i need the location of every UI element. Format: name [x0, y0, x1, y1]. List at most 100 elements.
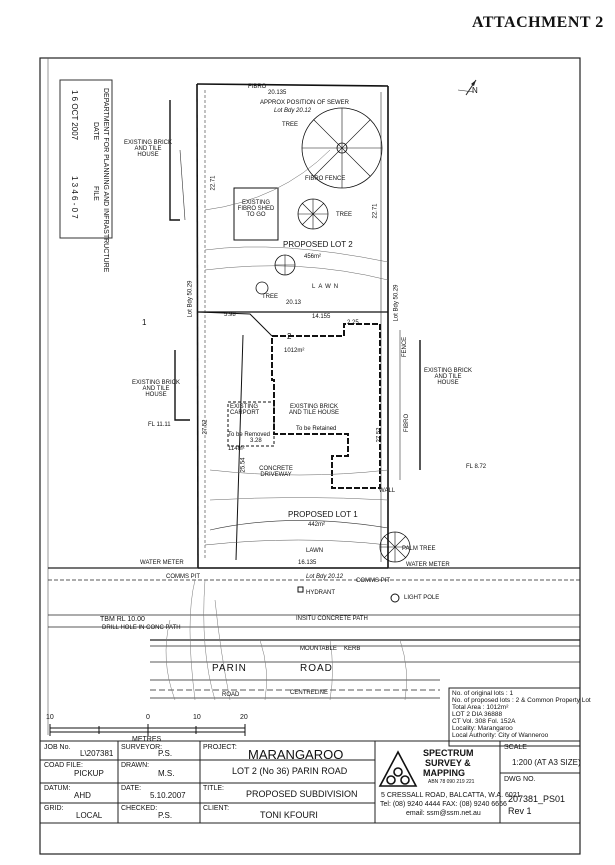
- wall-label: WALL: [379, 488, 396, 494]
- job-no: L\207381: [80, 749, 114, 758]
- info-line: CT Vol. 308 Fol. 152A: [452, 718, 516, 725]
- revision: Rev 1: [508, 806, 532, 816]
- lot2-area: 456m²: [304, 254, 322, 260]
- shed-outline: [233, 187, 279, 241]
- drawn: M.S.: [158, 769, 175, 778]
- info-line: LOT 2 DIA 36888: [452, 711, 503, 718]
- road-label: ROAD: [222, 692, 240, 698]
- shed-label: EXISTING FIBRO SHED TO GO: [237, 200, 275, 218]
- company-name-3: MAPPING: [423, 768, 466, 778]
- stamp-dept: DEPARTMENT FOR PLANNING AND INFRASTRUCTU…: [102, 88, 109, 273]
- lot-division-line: [197, 311, 273, 337]
- grid-label: GRID:: [44, 805, 64, 812]
- scale-value: 1:200 (AT A3 SIZE): [512, 758, 581, 767]
- dim-mid: 20.13: [286, 300, 302, 306]
- dwg-number: 207381_PS01: [508, 794, 566, 804]
- centreline-label: CENTRELINE: [290, 690, 329, 696]
- scale-label-10a: 10: [46, 714, 54, 721]
- north-label: N: [472, 86, 478, 95]
- lot2-label: PROPOSED LOT 2: [283, 240, 353, 249]
- water-meter-right: WATER METER: [406, 562, 450, 568]
- dim-14155: 14.155: [312, 314, 331, 320]
- light-pole-label: LIGHT POLE: [404, 595, 440, 601]
- scale-title-label: SCALE: [504, 744, 527, 751]
- dim-225: 2.25: [347, 320, 359, 326]
- company-email: email: ssm@ssm.net.au: [406, 810, 481, 817]
- project-sub: LOT 2 (No 36) PARIN ROAD: [232, 766, 348, 776]
- lawn-label-2: LAWN: [306, 548, 324, 554]
- fibro-top: FIBRO: [248, 84, 267, 90]
- company-name-1: SPECTRUM: [423, 748, 474, 758]
- surveyor-label: SURVEYOR:: [121, 744, 163, 751]
- stamp-date-label: DATE: [92, 122, 99, 141]
- title-label: TITLE:: [203, 785, 225, 792]
- company-address: 5 CRESSALL ROAD, BALCATTA, W.A. 6021: [381, 792, 521, 799]
- lot-info-box: [448, 687, 581, 747]
- house-left-2: EXISTING BRICK AND TILE HOUSE: [132, 380, 181, 398]
- datum: AHD: [74, 791, 91, 800]
- comms-pit-left: COMMS PIT: [166, 574, 200, 580]
- area-114: 114m²: [228, 446, 245, 452]
- attachment-heading: ATTACHMENT 2: [472, 14, 604, 31]
- scale-bar: [49, 724, 246, 736]
- lot-boundary: [196, 83, 389, 569]
- hydrant-label: HYDRANT: [306, 590, 336, 596]
- project-label: PROJECT:: [203, 744, 237, 751]
- date-label: DATE:: [121, 785, 142, 792]
- lot1-label: PROPOSED LOT 1: [288, 510, 358, 519]
- carport-label: EXISTING CARPORT: [230, 404, 260, 416]
- company-name-2: SURVEY &: [425, 758, 471, 768]
- checked-label: CHECKED:: [121, 805, 158, 812]
- grid: LOCAL: [76, 811, 103, 820]
- tree-label-2: TREE: [336, 212, 353, 218]
- drill-label: DRILL HOLE IN CONC PATH: [102, 625, 181, 631]
- dwg-label: DWG NO.: [504, 776, 536, 783]
- coad-label: COAD FILE:: [44, 762, 83, 769]
- hydrant-symbol: [297, 586, 304, 593]
- fibro-fence-right: FIBRO FENCE: [305, 176, 346, 182]
- lot-number-2: 2: [287, 332, 292, 341]
- house-main-note: To be Retained: [296, 426, 337, 432]
- job-no-label: JOB No.: [44, 744, 71, 751]
- dpi-stamp: DEPARTMENT FOR PLANNING AND INFRASTRUCTU…: [63, 84, 111, 272]
- dim-2752-left: 27.52: [202, 419, 209, 435]
- checked: P.S.: [158, 811, 173, 820]
- datum-label: DATUM:: [44, 785, 71, 792]
- lot-number-1: 1: [142, 318, 147, 327]
- road-lines: [48, 567, 580, 699]
- stamp-file-label: FILE: [92, 186, 99, 201]
- client: TONI KFOURI: [260, 810, 318, 820]
- tbm-label: TBM RL 10.00: [100, 616, 145, 623]
- info-line: No. of proposed lots : 2 & Common Proper…: [452, 697, 591, 704]
- dpi-stamp-box: [59, 79, 113, 239]
- fence-right: FENCE: [402, 336, 409, 358]
- project-title: MARANGAROO: [248, 747, 344, 762]
- lawn-label-1: LAWN: [312, 284, 342, 290]
- scale-label-10b: 10: [193, 714, 201, 721]
- water-meter-left: WATER METER: [140, 560, 184, 566]
- scale-label-20: 20: [240, 714, 248, 721]
- carport-outline: [227, 401, 275, 447]
- light-pole-symbol: [390, 593, 400, 603]
- dim-2271-right: 22.71: [372, 203, 379, 219]
- house-main-label: EXISTING BRICK AND TILE HOUSE: [289, 404, 339, 416]
- fl-right: FL 8.72: [466, 464, 487, 470]
- house-right: EXISTING BRICK AND TILE HOUSE: [424, 368, 473, 386]
- main-house-outline: [271, 323, 381, 489]
- fl-left: FL 11.11: [148, 422, 171, 428]
- info-line: Total Area : 1012m²: [452, 704, 509, 711]
- dim-598: 5.98: [224, 312, 236, 318]
- dim-2271-left: 22.71: [210, 175, 217, 191]
- fence-lines: [179, 90, 401, 562]
- house-left-1: EXISTING BRICK AND TILE HOUSE: [124, 140, 173, 158]
- client-label: CLIENT:: [203, 805, 230, 812]
- road-name-2: ROAD: [300, 663, 333, 674]
- lot1-area: 442m²: [308, 522, 326, 528]
- lot-bdy-top: Lot Bdy 20.12: [274, 108, 312, 114]
- kerb-label: KERB: [344, 646, 361, 652]
- surveyor: P.S.: [158, 749, 173, 758]
- lot-bdy-bottom: Lot Bdy 20.12: [306, 574, 344, 580]
- company-logo: [378, 750, 418, 787]
- sheet-border: [39, 57, 581, 855]
